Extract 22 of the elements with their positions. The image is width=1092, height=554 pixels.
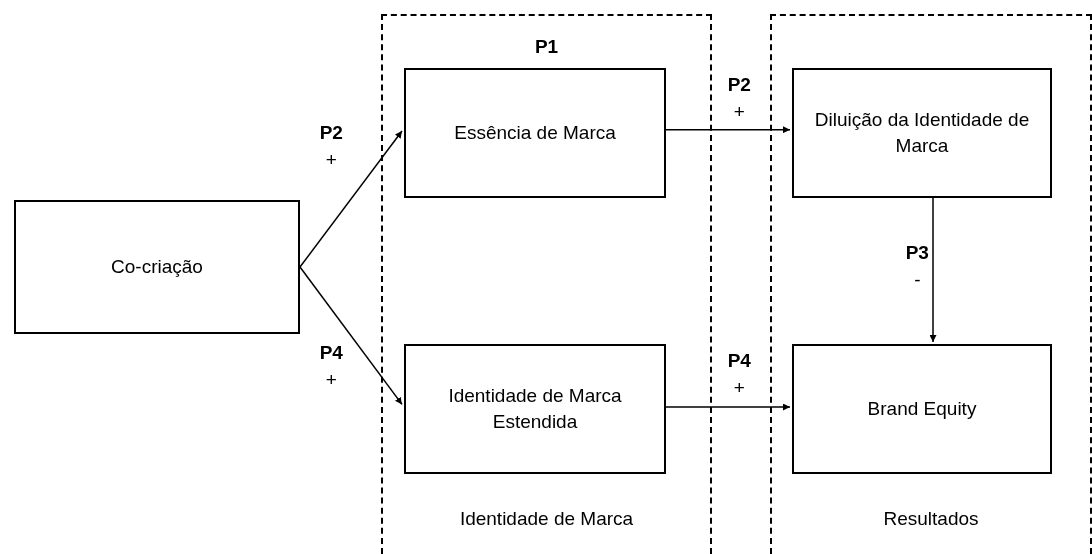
edge-label: P4 + [726,349,752,400]
edge-label: P4 + [318,341,344,392]
process-box [792,68,1052,198]
node-label: Co-criação [110,255,204,280]
arrow [299,130,403,268]
dashed-group-frame [381,14,712,554]
edge-label: P2 + [318,121,344,172]
process-box [792,344,1052,474]
group-label: Identidade de Marca [458,508,635,530]
process-box [404,344,666,474]
group-label: Resultados [882,508,980,530]
process-box [14,200,300,334]
node-label: Brand Equity [866,397,978,422]
node-label: Identidade de Marca Estendida [447,384,623,434]
process-box [404,68,666,198]
dashed-group-frame [770,14,1092,554]
group-heading: P1 [533,36,560,58]
arrow [299,266,403,406]
edge-label: P2 + [726,73,752,124]
node-label: Diluição da Identidade de Marca [813,108,1031,158]
edge-label: P3 - [904,241,930,292]
node-label: Essência de Marca [453,121,617,146]
